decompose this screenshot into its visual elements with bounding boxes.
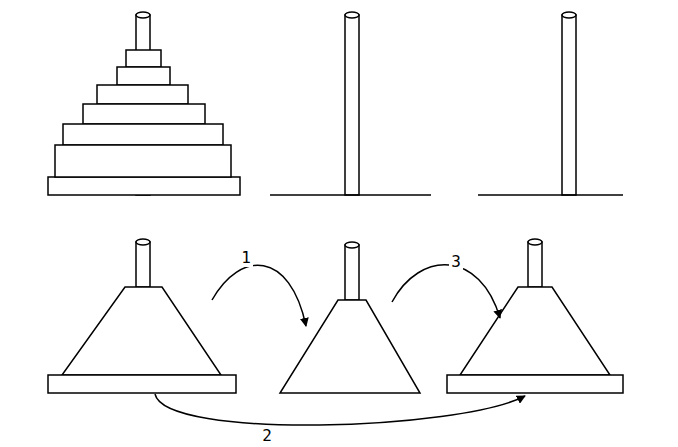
disk xyxy=(63,124,223,145)
move-number: 3 xyxy=(449,253,463,271)
peg-top xyxy=(136,239,150,245)
ground-line xyxy=(478,194,623,196)
base-plate xyxy=(447,375,623,393)
move-arrow xyxy=(212,265,306,326)
disk-stack xyxy=(460,287,610,375)
ground-line xyxy=(270,194,431,196)
peg xyxy=(345,245,359,300)
move-arrow xyxy=(155,394,525,425)
move-number: 1 xyxy=(239,249,253,267)
peg-top xyxy=(136,12,150,18)
disk-stack xyxy=(280,300,420,393)
disk xyxy=(97,85,188,104)
peg xyxy=(345,15,359,195)
peg xyxy=(528,242,542,287)
peg-top xyxy=(345,12,359,18)
move-arrow xyxy=(392,265,500,318)
disk xyxy=(117,67,170,85)
move-number: 2 xyxy=(260,427,274,445)
disk xyxy=(83,104,205,124)
peg-top xyxy=(562,12,576,18)
peg xyxy=(562,15,576,195)
disk-stack xyxy=(62,287,221,375)
base-plate xyxy=(48,177,240,195)
peg xyxy=(136,242,150,287)
peg-top xyxy=(528,239,542,245)
disk xyxy=(55,145,231,177)
peg-top xyxy=(345,242,359,248)
disk xyxy=(126,50,161,67)
base-plate xyxy=(48,375,236,393)
